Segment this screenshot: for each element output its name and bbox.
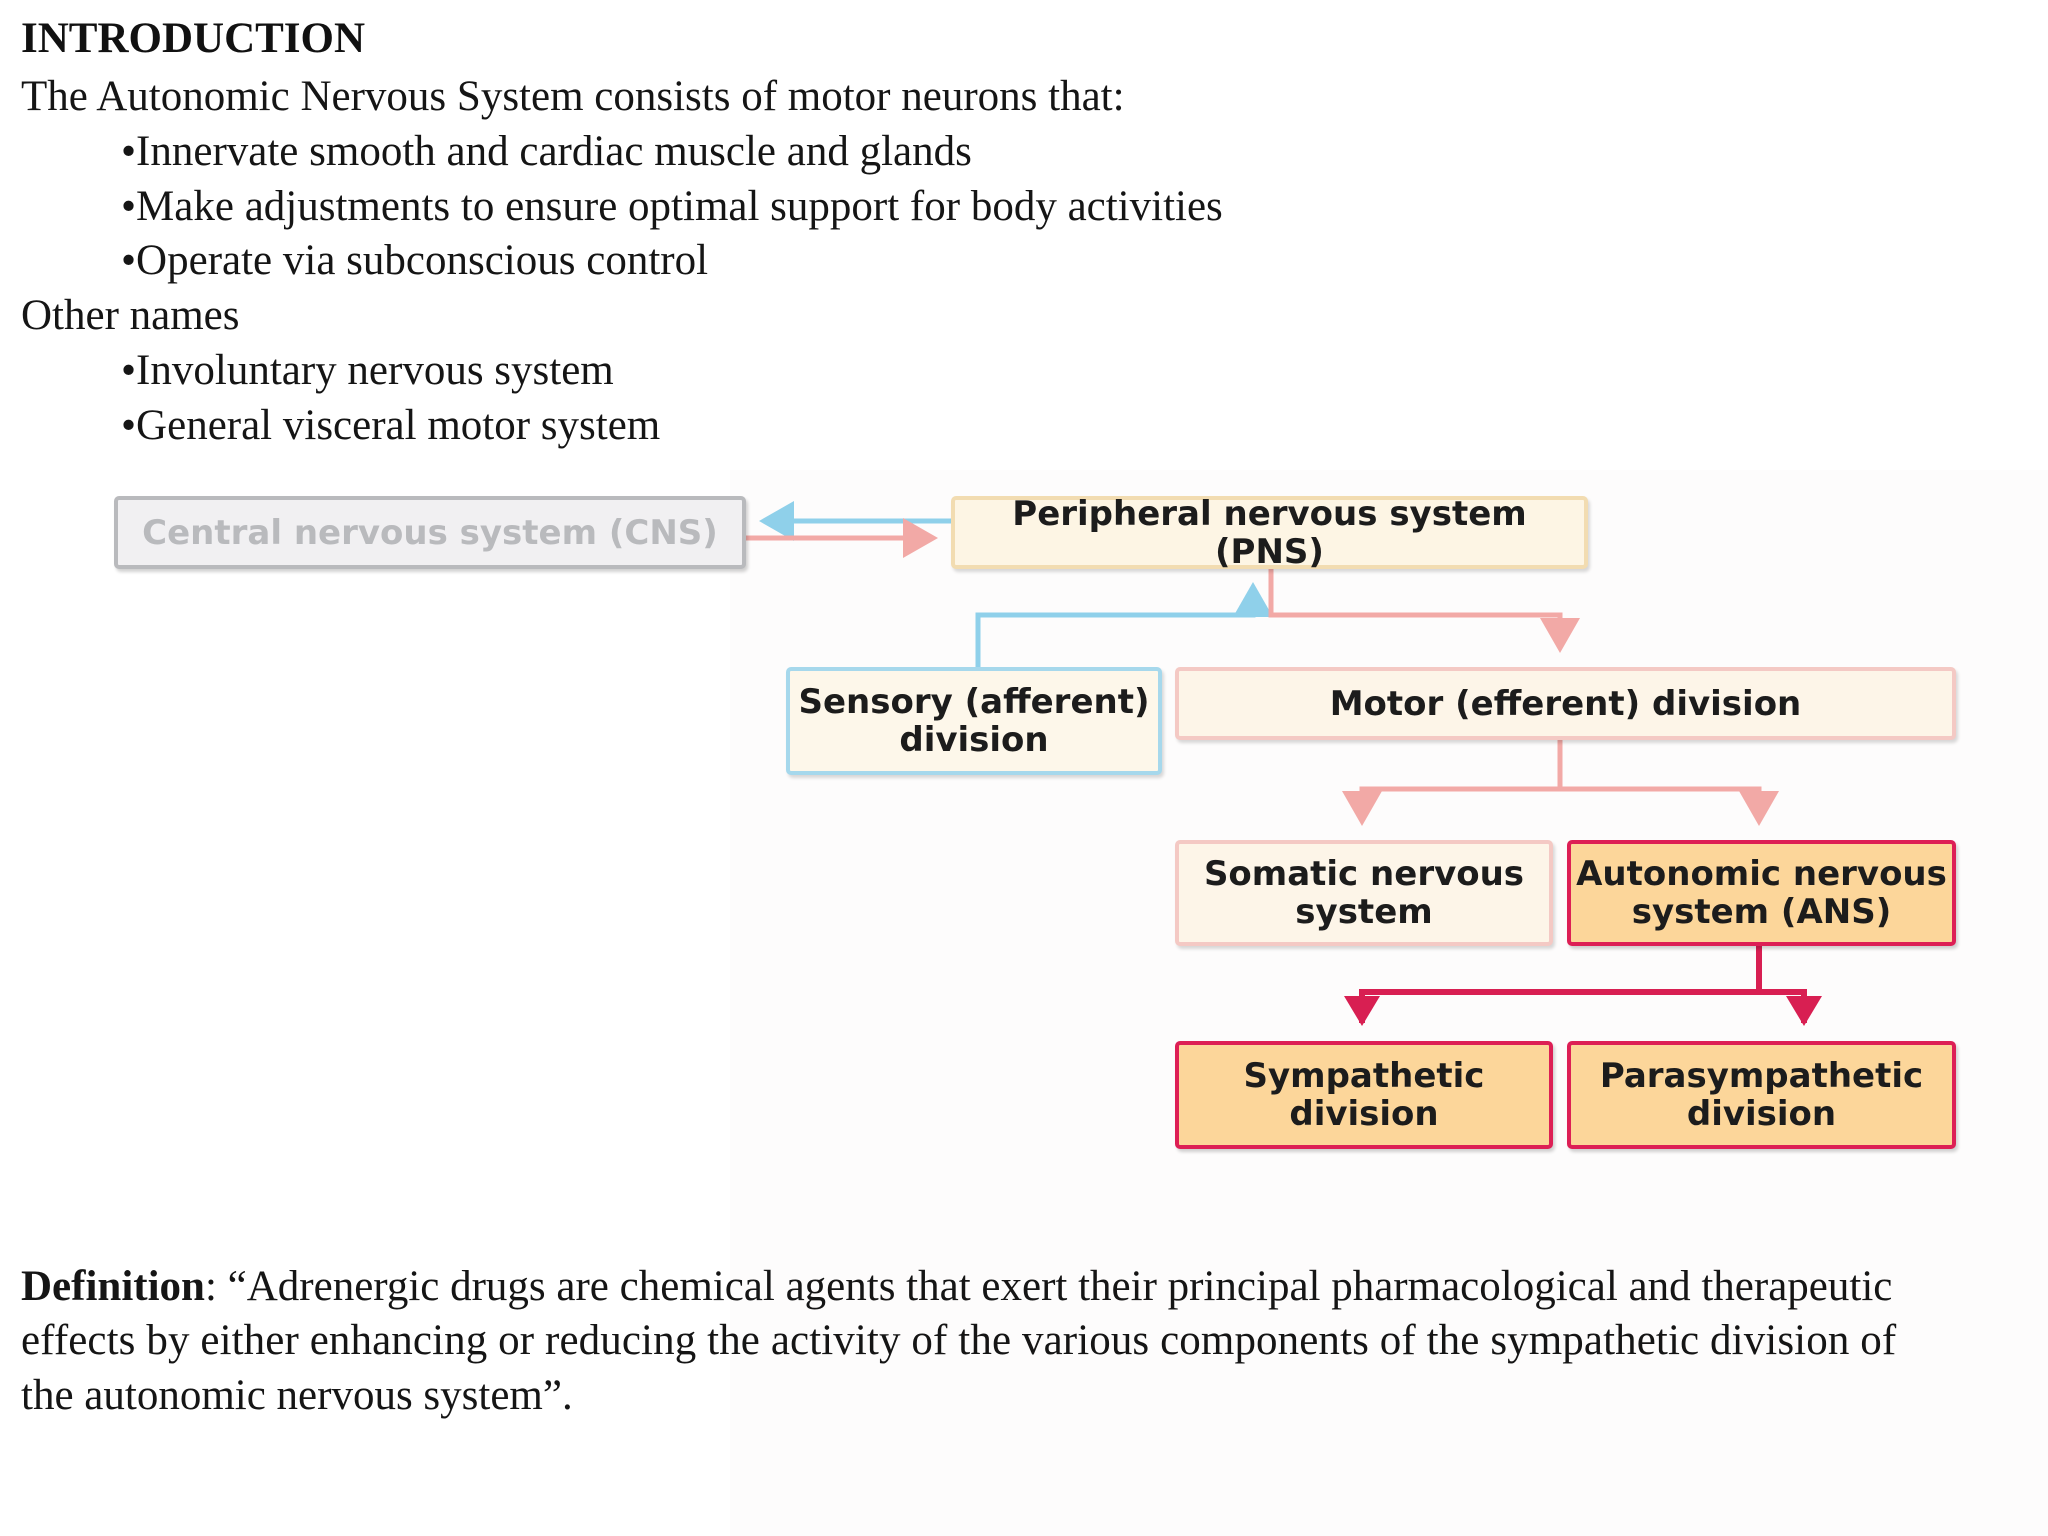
definition-label: Definition: [21, 1263, 205, 1310]
somatic-label-line2: system: [1295, 892, 1433, 932]
sensory-division-box: Sensory (afferent) division: [786, 667, 1162, 775]
pns-label: Peripheral nervous system (PNS): [1012, 493, 1527, 572]
ans-to-sympathetic-arrow: [1344, 989, 1759, 1026]
ans-box: Autonomic nervous system (ANS): [1567, 840, 1956, 946]
parasympathetic-division-box: Parasympathetic division: [1567, 1041, 1956, 1149]
bullet-item: •Involuntary nervous system: [121, 347, 614, 394]
bullet-item: •General visceral motor system: [121, 402, 661, 449]
parasympathetic-label-line1: Parasympathetic: [1599, 1056, 1924, 1096]
other-names-label: Other names: [21, 292, 240, 339]
ans-label-line2: system (ANS): [1631, 892, 1892, 932]
sympathetic-label-line2: division: [1289, 1094, 1439, 1134]
somatic-label-line1: Somatic nervous: [1203, 854, 1525, 894]
motor-label: Motor (efferent) division: [1329, 683, 1802, 724]
cns-label: Central nervous system (CNS): [142, 512, 718, 553]
pns-to-motor-arrow: [1268, 569, 1580, 653]
sensory-label-line1: Sensory (afferent): [798, 682, 1150, 722]
ans-label-line1: Autonomic nervous: [1576, 854, 1947, 894]
sensory-label-line2: division: [899, 720, 1049, 760]
ans-to-parasympathetic-arrow: [1759, 989, 1822, 1026]
definition-line-3: the autonomic nervous system”.: [21, 1372, 573, 1419]
sensory-to-pns-arrow: [975, 582, 1273, 667]
sympathetic-label-line1: Sympathetic: [1243, 1056, 1485, 1096]
motor-division-box: Motor (efferent) division: [1175, 667, 1956, 740]
motor-to-somatic-arrow: [1342, 786, 1560, 826]
somatic-system-box: Somatic nervous system: [1175, 840, 1553, 946]
motor-to-ans-arrow: [1560, 786, 1779, 826]
page-heading: INTRODUCTION: [21, 15, 366, 62]
sympathetic-division-box: Sympathetic division: [1175, 1041, 1553, 1149]
intro-lead: The Autonomic Nervous System consists of…: [21, 73, 1125, 120]
parasympathetic-label-line2: division: [1686, 1094, 1837, 1134]
bullet-item: •Operate via subconscious control: [121, 237, 709, 284]
pns-box: Peripheral nervous system (PNS): [951, 493, 1588, 572]
cns-box: Central nervous system (CNS): [114, 496, 746, 569]
diagram-background: [730, 470, 2048, 1536]
bullet-item: •Innervate smooth and cardiac muscle and…: [121, 128, 972, 175]
definition-line-1: Definition: “Adrenergic drugs are chemic…: [21, 1259, 1892, 1314]
definition-text-1: : “Adrenergic drugs are chemical agents …: [204, 1263, 1893, 1310]
definition-line-2: effects by either enhancing or reducing …: [21, 1317, 1897, 1364]
bullet-item: •Make adjustments to ensure optimal supp…: [121, 183, 1223, 230]
